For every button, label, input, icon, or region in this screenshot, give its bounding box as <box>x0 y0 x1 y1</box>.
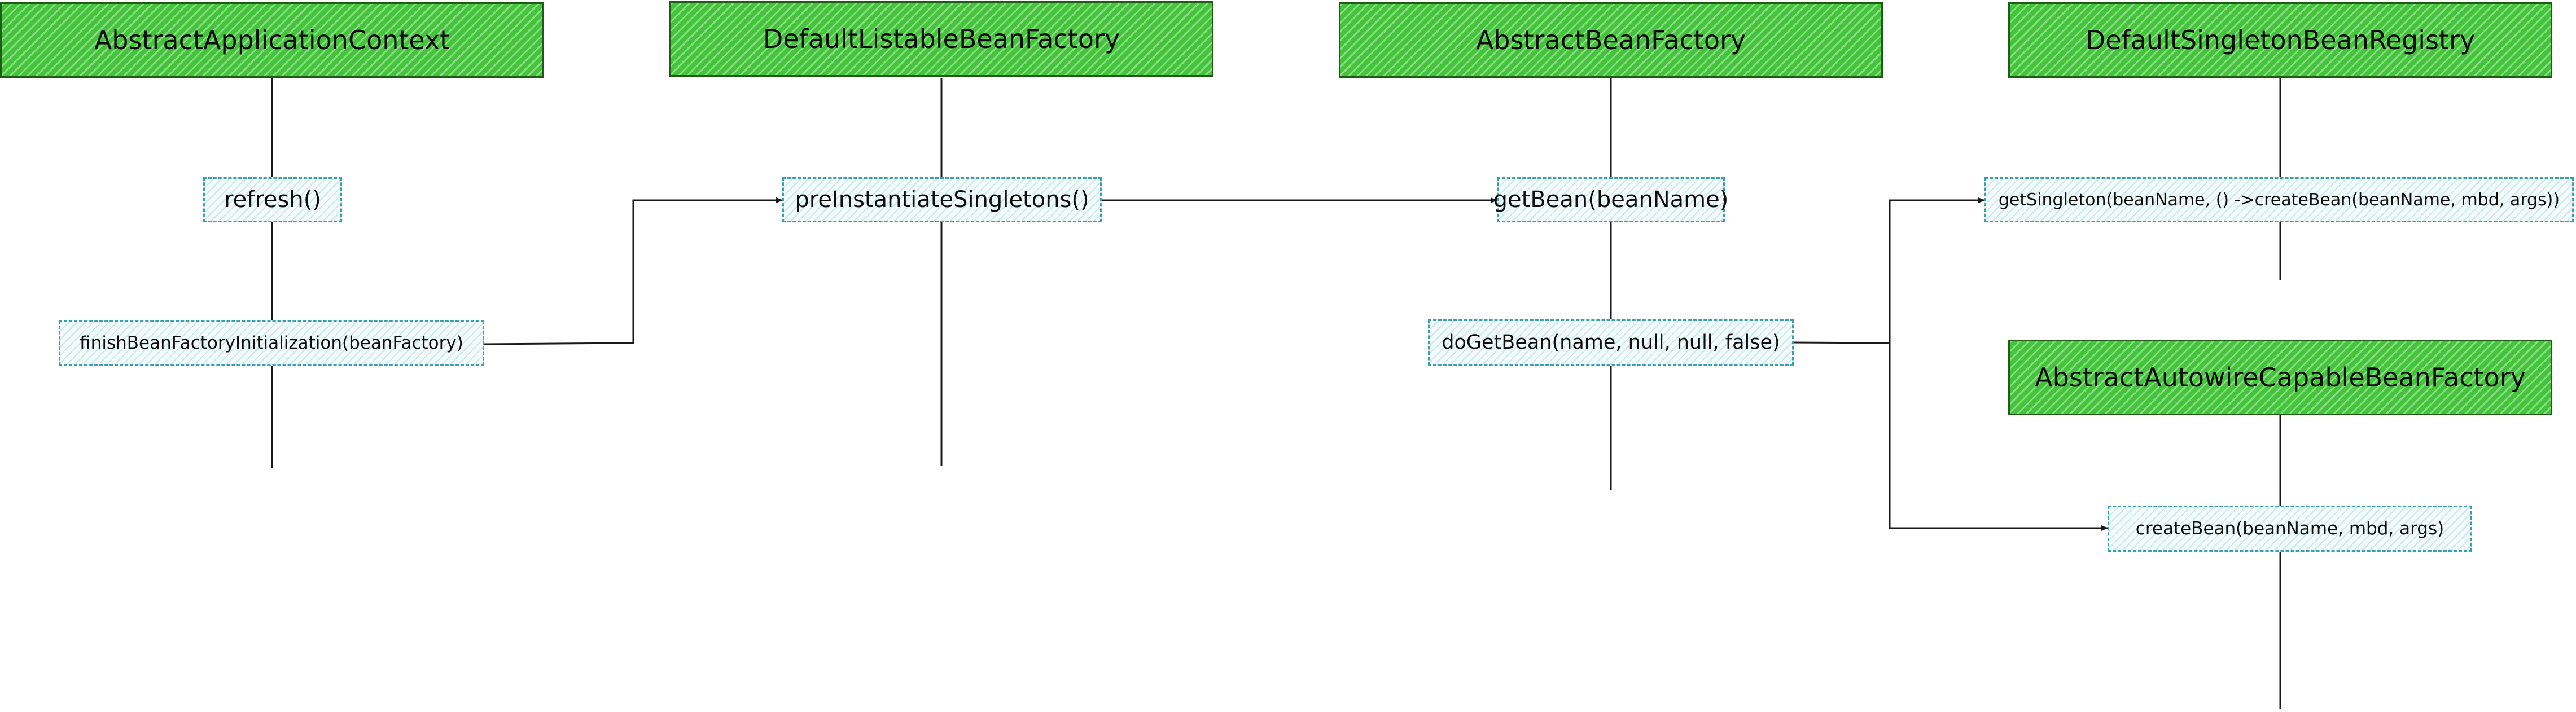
method-create-bean: createBean(beanName, mbd, args) <box>2108 506 2472 552</box>
method-get-bean: getBean(beanName) <box>1493 177 1728 222</box>
method-get-singleton: getSingleton(beanName, () ->createBean(b… <box>1984 177 2574 222</box>
class-abstract-autowire-capable-bean-factory: AbstractAutowireCapableBeanFactory <box>2008 340 2552 415</box>
method-finish-bean-factory-initialization: finishBeanFactoryInitialization(beanFact… <box>59 320 484 366</box>
method-do-get-bean: doGetBean(name, null, null, false) <box>1428 319 1794 366</box>
call-do-get-bean-to-get-singleton <box>1793 197 1985 344</box>
call-do-get-bean-to-create-bean <box>1889 343 2108 531</box>
call-finish-init-to-pre-instantiate <box>484 197 783 345</box>
class-abstract-application-context: AbstractApplicationContext <box>0 2 544 78</box>
class-default-singleton-bean-registry: DefaultSingletonBeanRegistry <box>2008 2 2552 78</box>
method-pre-instantiate-singletons: preInstantiateSingletons() <box>782 177 1102 222</box>
class-default-listable-bean-factory: DefaultListableBeanFactory <box>669 1 1213 77</box>
method-refresh: refresh() <box>203 177 342 222</box>
class-abstract-bean-factory: AbstractBeanFactory <box>1339 2 1883 78</box>
